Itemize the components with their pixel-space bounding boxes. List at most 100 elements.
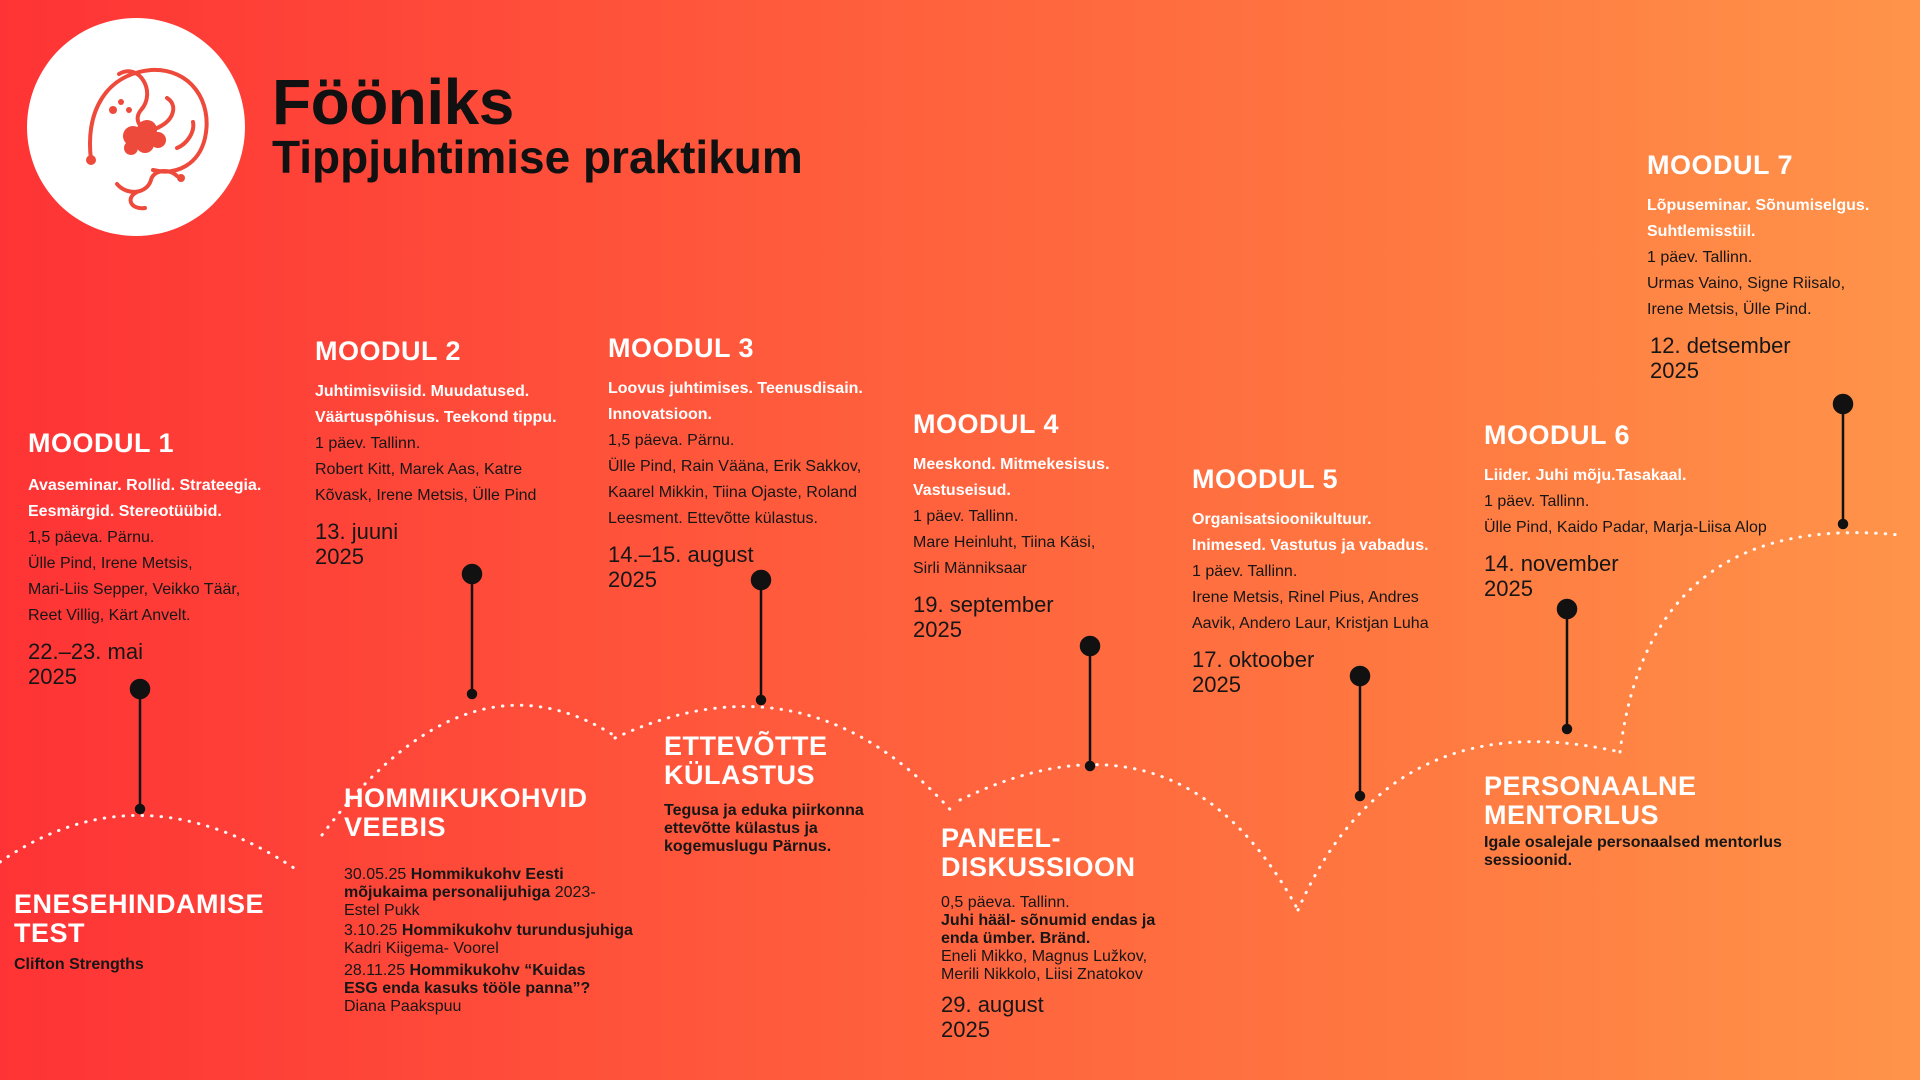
coffee-event: 30.05.25 Hommikukohv Eesti mõjukaima per…	[344, 866, 633, 920]
section-description: kogemuslugu Pärnus.	[664, 838, 832, 855]
module-1-block: MOODUL 1 Avaseminar. Rollid. Strateegia.…	[28, 428, 261, 689]
module-5-block: MOODUL 5 Organisatsioonikultuur. Inimese…	[1192, 464, 1429, 697]
module-info: Ülle Pind, Kaido Padar, Marja-Liisa Alop	[1484, 519, 1767, 536]
module-date-year: 2025	[1192, 672, 1241, 697]
section-title: PERSONAALNE	[1484, 771, 1697, 801]
section-title: ETTEVÕTTE	[664, 731, 828, 761]
module-info: Ülle Pind, Irene Metsis,	[28, 555, 193, 572]
module-date-day: 12. detsember	[1650, 333, 1791, 358]
module-date-year: 2025	[315, 544, 364, 569]
module-date-year: 2025	[1650, 358, 1699, 383]
module-title: MOODUL 5	[1192, 464, 1339, 494]
module-info: Kõvask, Irene Metsis, Ülle Pind	[315, 487, 537, 504]
module-date: 17. oktoober 2025	[1192, 647, 1429, 697]
section-description: sessioonid.	[1484, 852, 1573, 869]
coffee-event: 28.11.25 Hommikukohv “Kuidas ESG enda ka…	[344, 962, 633, 1016]
section-date-day: 29. august	[941, 992, 1044, 1017]
module-info: 1,5 päeva. Pärnu.	[608, 432, 735, 449]
module-info: Kaarel Mikkin, Tiina Ojaste, Roland	[608, 484, 857, 501]
logo	[27, 18, 245, 236]
module-topic: Organisatsioonikultuur.	[1192, 511, 1372, 528]
section-title: KÜLASTUS	[664, 760, 815, 790]
module-title: MOODUL 7	[1647, 150, 1794, 180]
module-date: 14.–15. august 2025	[608, 542, 863, 592]
module-title: MOODUL 2	[315, 336, 462, 366]
module-date: 14. november 2025	[1484, 551, 1767, 601]
coffee-event-line: Diana Paakspuu	[344, 998, 462, 1015]
timeline-arc-1	[0, 813, 299, 872]
module-topic: Eesmärgid. Stereotüübid.	[28, 503, 222, 520]
section-people: Merili Nikkolo, Liisi Znatokov	[941, 966, 1143, 983]
module-topic: Innovatsioon.	[608, 406, 712, 423]
section-info: 0,5 päeva. Tallinn.	[941, 894, 1070, 911]
module-topic: Meeskond. Mitmekesisus.	[913, 456, 1110, 473]
module-date: 19. september 2025	[913, 592, 1110, 642]
coffee-event-line: ESG enda kasuks tööle panna”?	[344, 980, 591, 997]
module-6-pin-marker	[1556, 598, 1578, 735]
module-info: Mari-Liis Sepper, Veikko Täär,	[28, 581, 241, 598]
module-date: 13. juuni 2025	[315, 519, 557, 569]
module-info: 1 päev. Tallinn.	[913, 508, 1019, 525]
module-7-block: MOODUL 7 Lõpuseminar. Sõnumiselgus. Suht…	[1647, 150, 1869, 383]
panel-discussion-section: PANEEL- DISKUSSIOON 0,5 päeva. Tallinn. …	[941, 824, 1156, 1043]
module-title: MOODUL 4	[913, 409, 1060, 439]
module-date-day: 14.–15. august	[608, 542, 754, 567]
section-description: Clifton Strengths	[14, 956, 144, 973]
module-info: Robert Kitt, Marek Aas, Katre	[315, 461, 523, 478]
module-info: Sirli Männiksaar	[913, 560, 1027, 577]
module-3-block: MOODUL 3 Loovus juhtimises. Teenusdisain…	[608, 333, 863, 592]
module-topic: Loovus juhtimises. Teenusdisain.	[608, 380, 863, 397]
module-2-block: MOODUL 2 Juhtimisviisid. Muudatused. Vää…	[315, 336, 557, 569]
section-date: 29. august 2025	[941, 992, 1155, 1042]
module-date-day: 13. juuni	[315, 519, 399, 544]
section-description: Igale osalejale personaalsed mentorlus	[1484, 834, 1782, 851]
module-date-day: 17. oktoober	[1192, 647, 1315, 672]
module-info: Reet Villig, Kärt Anvelt.	[28, 607, 191, 624]
module-date-day: 22.–23. mai	[28, 639, 143, 664]
module-date-day: 14. november	[1484, 551, 1619, 576]
module-7-pin-marker	[1832, 393, 1854, 530]
self-assessment-section: ENESEHINDAMISE TEST Clifton Strengths	[14, 890, 264, 974]
company-visit-section: ETTEVÕTTE KÜLASTUS Tegusa ja eduka piirk…	[664, 732, 864, 856]
module-date: 12. detsember 2025	[1647, 333, 1869, 383]
module-info: 1 päev. Tallinn.	[1647, 249, 1753, 266]
section-description: ettevõtte külastus ja	[664, 820, 818, 837]
coffee-event-line: Estel Pukk	[344, 902, 420, 919]
module-5-pin-marker	[1349, 665, 1371, 802]
timeline-arc-3	[613, 705, 957, 817]
module-topic: Juhtimisviisid. Muudatused.	[315, 383, 530, 400]
section-title: TEST	[14, 918, 86, 948]
section-description: Tegusa ja eduka piirkonna	[664, 802, 864, 819]
module-date-day: 19. september	[913, 592, 1054, 617]
module-info: Leesment. Ettevõtte külastus.	[608, 510, 818, 527]
module-2-pin-marker	[461, 563, 483, 700]
module-info: Aavik, Andero Laur, Kristjan Luha	[1192, 615, 1429, 632]
timeline-arc-4	[958, 763, 1300, 912]
module-info: Urmas Vaino, Signe Riisalo,	[1647, 275, 1846, 292]
section-title: MENTORLUS	[1484, 800, 1660, 830]
phoenix-logo-icon	[86, 67, 209, 211]
section-title: VEEBIS	[344, 812, 447, 842]
module-topic: Avaseminar. Rollid. Strateegia.	[28, 477, 262, 494]
section-title: DISKUSSIOON	[941, 852, 1136, 882]
timeline-arc-6	[1618, 531, 1902, 754]
module-info: Irene Metsis, Ülle Pind.	[1647, 301, 1812, 318]
module-info: 1 päev. Tallinn.	[1484, 493, 1590, 510]
section-description: Juhi hääl- sõnumid endas ja	[941, 912, 1156, 929]
morning-coffee-section: HOMMIKUKOHVID VEEBIS 30.05.25 Hommikukoh…	[344, 784, 633, 1016]
module-topic: Väärtuspõhisus. Teekond tippu.	[315, 409, 557, 426]
module-topic: Suhtlemisstiil.	[1647, 223, 1756, 240]
module-info: Irene Metsis, Rinel Pius, Andres	[1192, 589, 1419, 606]
timeline-arc-5	[1296, 740, 1622, 912]
module-topic: Vastuseisud.	[913, 482, 1011, 499]
module-info: 1,5 päeva. Pärnu.	[28, 529, 155, 546]
module-info: Ülle Pind, Rain Vääna, Erik Sakkov,	[608, 458, 862, 475]
module-4-block: MOODUL 4 Meeskond. Mitmekesisus. Vastuse…	[913, 409, 1110, 642]
section-description: enda ümber. Bränd.	[941, 930, 1091, 947]
section-title: ENESEHINDAMISE	[14, 889, 265, 919]
module-title: MOODUL 1	[28, 428, 175, 458]
module-date-year: 2025	[28, 664, 77, 689]
coffee-event-line: 3.10.25 Hommikukohv turundusjuhiga	[344, 922, 633, 939]
